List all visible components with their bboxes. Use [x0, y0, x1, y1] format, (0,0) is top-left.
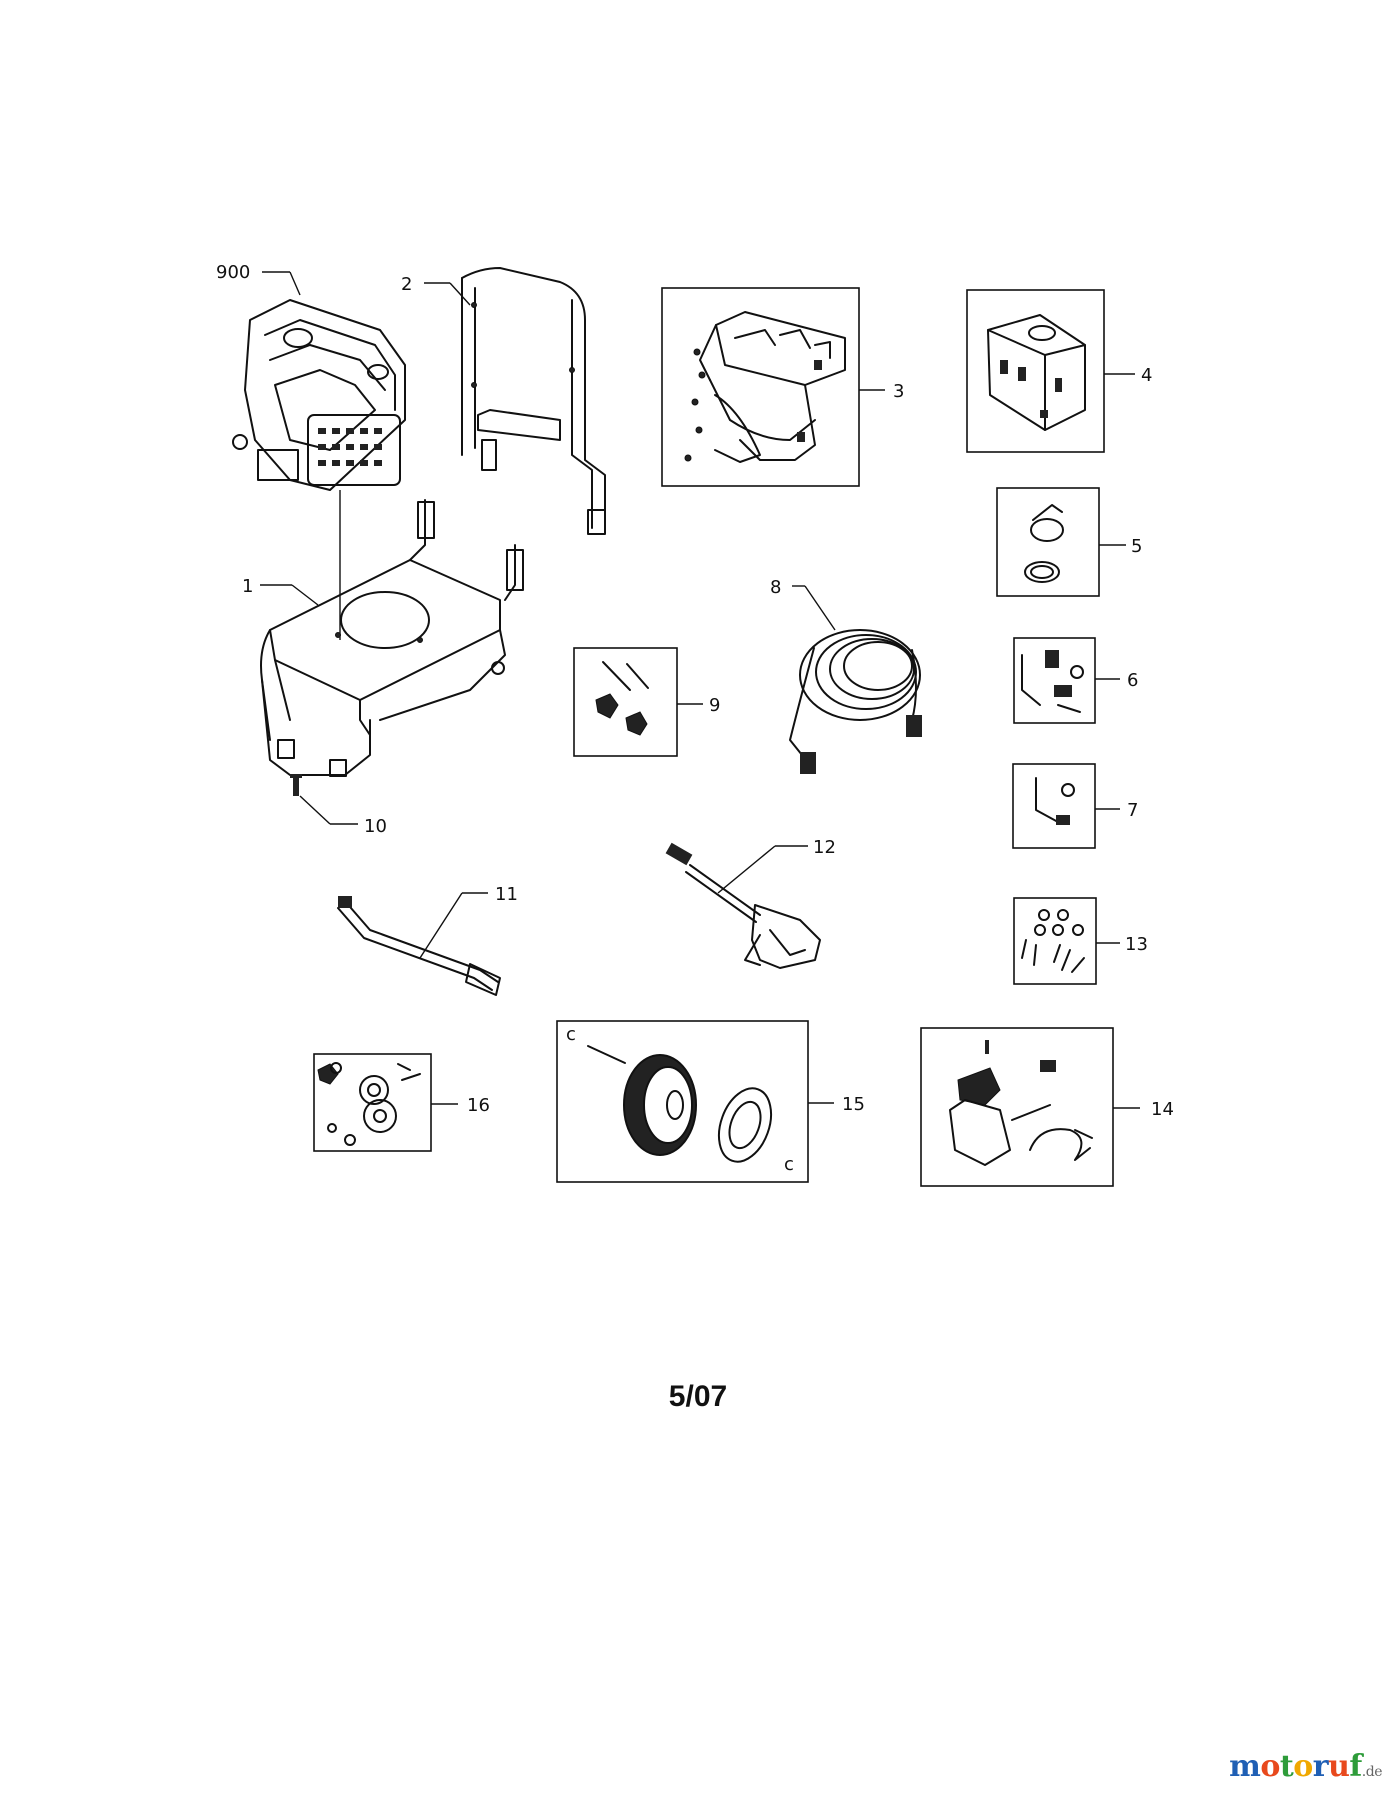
- wheel-kit-box: c c: [556, 1020, 809, 1183]
- watermark-logo: motoruf.de: [1229, 1749, 1382, 1784]
- svg-text:c: c: [784, 1154, 794, 1175]
- svg-text:c: c: [566, 1024, 576, 1045]
- handle-illustration: [461, 267, 606, 535]
- svg-text:15: 15: [842, 1094, 865, 1115]
- svg-text:900: 900: [216, 262, 250, 283]
- svg-text:9: 9: [709, 695, 720, 716]
- svg-text:14: 14: [1151, 1099, 1174, 1120]
- fitting-kit-a-box: [1013, 637, 1096, 724]
- svg-text:10: 10: [364, 816, 387, 837]
- callout-16: 16: [431, 1095, 490, 1116]
- watermark-letter: o: [1260, 1749, 1280, 1784]
- watermark-letter: o: [1293, 1749, 1313, 1784]
- callout-6: 6: [1095, 670, 1138, 691]
- watermark-letter: f: [1349, 1749, 1362, 1784]
- svg-text:13: 13: [1125, 934, 1148, 955]
- watermark-letter: r: [1312, 1749, 1329, 1784]
- svg-text:8: 8: [770, 577, 781, 598]
- svg-text:7: 7: [1127, 800, 1138, 821]
- svg-text:2: 2: [401, 274, 412, 295]
- panel-assembly-box: [661, 287, 860, 487]
- callout-10: 10: [299, 795, 387, 837]
- cap-kit-box: [996, 487, 1100, 597]
- foot-kit-box: [313, 1053, 432, 1152]
- svg-text:3: 3: [893, 381, 904, 402]
- bolt-kit-box: [573, 647, 678, 757]
- callout-900: 900: [216, 262, 301, 296]
- callout-8: 8: [770, 577, 836, 631]
- lance-illustration: [337, 896, 501, 996]
- callout-3: 3: [859, 381, 904, 402]
- svg-text:16: 16: [467, 1095, 490, 1116]
- callout-7: 7: [1095, 800, 1138, 821]
- callout-13: 13: [1096, 934, 1148, 955]
- callout-15: 15: [808, 1094, 865, 1115]
- svg-text:12: 12: [813, 837, 836, 858]
- watermark-tld: .de: [1361, 1764, 1383, 1780]
- callout-5: 5: [1099, 536, 1142, 557]
- svg-text:6: 6: [1127, 670, 1138, 691]
- callout-9: 9: [677, 695, 720, 716]
- engine-illustration: [232, 299, 406, 640]
- watermark-letter: t: [1279, 1749, 1294, 1784]
- svg-text:5: 5: [1131, 536, 1142, 557]
- fitting-kit-b-box: [1012, 763, 1096, 849]
- watermark-letter: m: [1229, 1749, 1261, 1784]
- hose-illustration: [789, 629, 922, 774]
- spray-gun-illustration: [665, 842, 821, 969]
- screw-illustration: [290, 774, 302, 796]
- tank-box: [966, 289, 1105, 453]
- callout-1: 1: [242, 576, 319, 606]
- callout-12: 12: [717, 837, 836, 894]
- svg-text:11: 11: [495, 884, 518, 905]
- callout-11: 11: [419, 884, 518, 959]
- hardware-kit-box: [1013, 897, 1097, 985]
- callout-14: 14: [1113, 1099, 1174, 1120]
- svg-text:4: 4: [1141, 365, 1152, 386]
- callout-4: 4: [1104, 365, 1152, 386]
- footer-date: 5/07: [668, 1380, 728, 1413]
- svg-text:1: 1: [242, 576, 253, 597]
- frame-illustration: [260, 499, 524, 777]
- pump-box: [920, 1027, 1114, 1187]
- callout-2: 2: [401, 274, 471, 306]
- watermark-letter: u: [1328, 1749, 1350, 1784]
